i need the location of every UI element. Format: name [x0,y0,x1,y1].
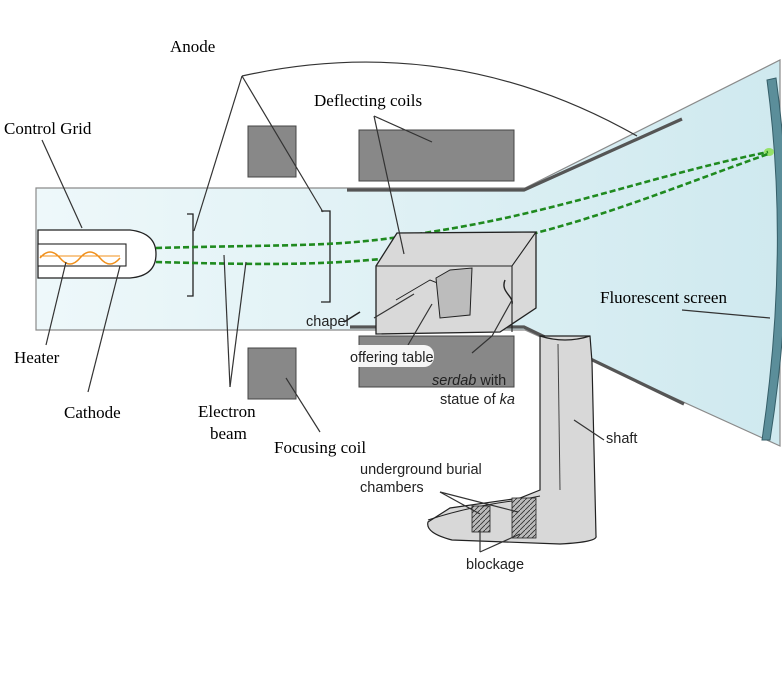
label-control-grid: Control Grid [4,119,92,138]
shaft-shape [427,335,597,545]
label-serdab-word: serdab [432,373,476,389]
mastaba-illustration [343,231,597,545]
label-serdab-line2: statue of ka [440,392,515,408]
label-offering-table: offering table [350,350,434,366]
label-serdab-line1: serdab with [432,373,506,389]
blockage-left [471,505,491,533]
label-statue-of: statue of [440,392,500,408]
label-burial-line1: underground burial [360,462,482,478]
fluorescent-screen-shape [761,77,782,441]
label-electron-beam-line2: beam [210,424,247,443]
label-chapel: chapel [306,314,349,330]
focusing-coil-bottom [247,347,297,400]
label-anode: Anode [170,37,215,56]
label-fluorescent-screen: Fluorescent screen [600,288,727,307]
cathode-assembly [37,229,157,279]
label-focusing-coil: Focusing coil [274,438,366,457]
label-burial-line2: chambers [360,480,424,496]
label-serdab-with: with [476,373,506,389]
label-ka-word: ka [500,392,515,408]
blockage-right [511,497,537,539]
leader-lines [41,61,771,553]
label-blockage: blockage [466,557,524,573]
coils [247,125,515,400]
offering-table-label-bg [346,345,434,367]
deflecting-coil-top [358,129,515,182]
heater-wave [39,251,121,265]
focusing-coil-top [247,125,297,178]
label-electron-beam-line1: Electron [198,402,256,421]
label-heater: Heater [14,348,60,367]
label-cathode: Cathode [64,403,121,422]
label-shaft: shaft [606,431,637,447]
label-deflecting-coils: Deflecting coils [314,91,422,110]
